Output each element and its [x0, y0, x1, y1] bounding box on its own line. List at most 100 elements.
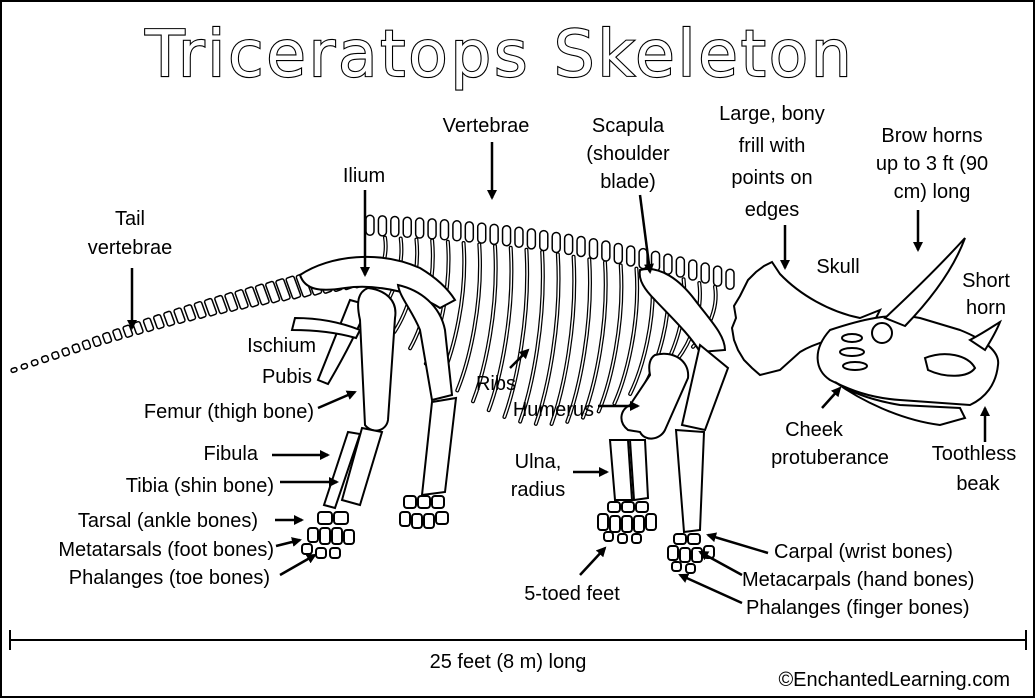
vertebra: [365, 214, 375, 236]
vertebra: [476, 222, 487, 244]
tail-vertebra: [203, 297, 218, 317]
vertebra: [601, 240, 611, 262]
far-ulna-bone: [674, 428, 706, 534]
vertebra: [675, 256, 686, 278]
pubis-bone: [290, 316, 362, 340]
label-ulna-line1: Ulna,: [515, 451, 562, 473]
vertebra: [551, 231, 561, 254]
far-tibia-bone: [420, 396, 458, 497]
label-scapula-line2: (shoulder: [586, 143, 670, 165]
vertebra: [427, 218, 437, 240]
label-humerus: Humerus: [513, 399, 594, 421]
vertebra: [414, 217, 425, 239]
vertebra: [501, 224, 512, 247]
humerus-bone: [620, 352, 690, 440]
far-humerus-bone: [680, 343, 730, 432]
vertebra: [563, 233, 574, 256]
short-horn: [968, 319, 1003, 352]
label-pubis: Pubis: [262, 366, 312, 388]
label-scapula-line3: blade): [600, 171, 656, 193]
tail-vertebra: [71, 343, 81, 354]
cheek-opening-3: [842, 361, 868, 371]
label-arrows: [127, 142, 990, 605]
label-frill-line1: Large, bony: [719, 103, 825, 125]
vertebra: [663, 253, 673, 275]
label-tarsal: Tarsal (ankle bones): [78, 510, 258, 532]
tail-vertebra: [244, 286, 260, 308]
label-five-toed-feet: 5-toed feet: [524, 583, 620, 605]
tail-vertebra: [183, 304, 197, 322]
vertebra: [638, 247, 648, 270]
label-tail-vertebrae-line2: vertebrae: [88, 237, 173, 259]
skull-bones: [730, 237, 1003, 427]
jaw-bone: [834, 381, 967, 427]
tail-vertebra: [224, 291, 239, 312]
femur-bone: [357, 286, 397, 432]
tail-vertebra: [10, 366, 18, 374]
label-phalanges-toe: Phalanges (toe bones): [69, 567, 270, 589]
rib-highlight: [472, 245, 497, 403]
label-cheek-line1: Cheek: [785, 419, 844, 441]
vertebra: [712, 265, 723, 287]
cheek-opening-2: [839, 347, 865, 357]
label-toothless-line1: Toothless: [932, 443, 1017, 465]
tail-vertebra: [193, 300, 207, 319]
scapula-bone: [638, 268, 727, 354]
ulna-radius-bone-2: [628, 439, 650, 502]
ulna-radius-bone: [608, 439, 634, 501]
label-toothless-line2: beak: [956, 473, 1000, 495]
label-femur: Femur (thigh bone): [144, 401, 314, 423]
tail-vertebra: [51, 351, 60, 360]
vertebra: [452, 220, 462, 242]
label-ilium: Ilium: [343, 165, 385, 187]
vertebra: [464, 221, 475, 243]
vertebra: [700, 262, 710, 284]
tail-vertebra: [152, 314, 165, 330]
tail-vertebra: [40, 354, 50, 364]
tail-vertebra: [132, 320, 144, 336]
label-frill-line2: frill with: [739, 135, 806, 157]
label-cheek-line2: protuberance: [771, 447, 889, 469]
label-brow-horns-line2: up to 3 ft (90: [876, 153, 988, 175]
label-ulna-line2: radius: [511, 479, 565, 501]
skeleton-drawing: [10, 214, 1003, 574]
rib-highlight: [503, 248, 528, 418]
vertebra: [613, 242, 624, 265]
labels: Tail vertebrae Ilium Vertebrae Scapula (…: [58, 103, 1016, 619]
tail-vertebra: [173, 307, 186, 325]
tail-vertebra: [254, 283, 270, 306]
vertebra: [588, 237, 599, 260]
vertebra: [725, 268, 735, 290]
label-carpal: Carpal (wrist bones): [774, 541, 953, 563]
vertebra: [576, 235, 586, 258]
eye-socket: [871, 322, 893, 344]
face-bone: [816, 314, 1000, 407]
vertebra: [377, 215, 388, 237]
rib-highlight: [535, 253, 560, 425]
label-skull: Skull: [816, 256, 859, 278]
front-foot-far: [667, 533, 715, 574]
label-metatarsals: Metatarsals (foot bones): [58, 539, 274, 561]
label-ischium: Ischium: [247, 335, 316, 357]
rib-highlight: [456, 243, 481, 392]
tail-vertebra: [20, 362, 29, 370]
brow-horn: [883, 237, 966, 328]
tail-vertebra: [285, 275, 302, 300]
rib-highlight: [550, 255, 575, 425]
tail-vertebra: [81, 339, 92, 351]
tibia-bone: [340, 426, 384, 507]
tail-vertebra: [61, 347, 71, 357]
label-metacarpals: Metacarpals (hand bones): [742, 569, 974, 591]
scale-bar: [9, 630, 1027, 650]
tail-vertebra: [275, 278, 291, 302]
vertebra: [514, 226, 524, 249]
label-brow-horns-line3: cm) long: [894, 181, 971, 203]
vertebra: [402, 216, 412, 239]
label-brow-horns-line1: Brow horns: [881, 125, 982, 147]
dorsal-vertebrae-bones: [365, 214, 735, 290]
scale-label: 25 feet (8 m) long: [430, 651, 587, 673]
vertebra: [539, 229, 549, 252]
vertebra: [526, 228, 537, 250]
rib-highlight: [566, 258, 591, 423]
